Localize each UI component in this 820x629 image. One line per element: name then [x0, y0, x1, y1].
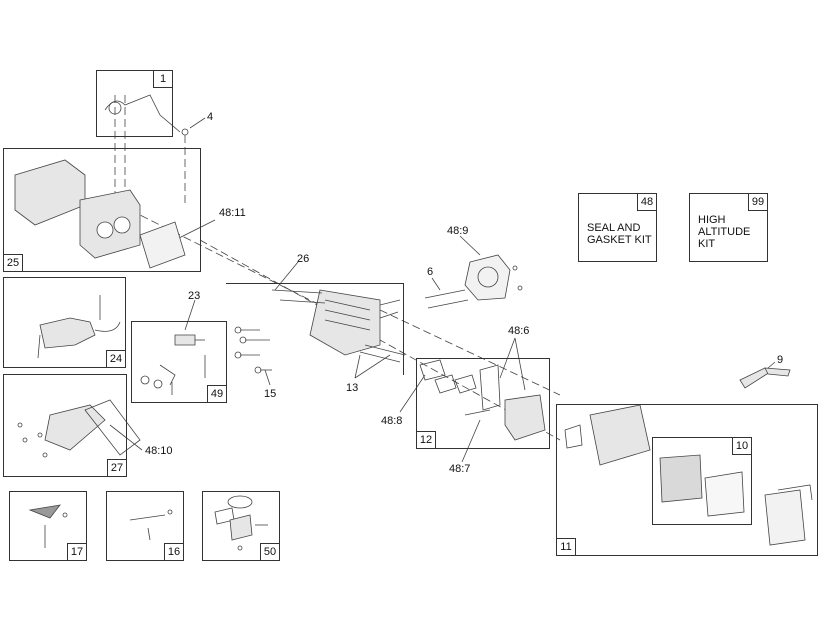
part-cylinder-head: [309, 289, 401, 356]
part-governor-shaft: [129, 509, 173, 541]
leader-48-8: [399, 374, 426, 413]
box-number-49: 49: [207, 385, 227, 403]
group-box-50: 50: [202, 491, 280, 561]
callout-6: 6: [427, 266, 434, 278]
group-box-49: 49: [131, 321, 227, 403]
high-kit-line2: ALTITUDE: [698, 226, 751, 238]
callout-48-9: 48:9: [447, 225, 469, 237]
seal-kit-line2: GASKET KIT: [587, 234, 652, 246]
part-push-rods: [271, 289, 406, 363]
part-muffler-shield: [14, 159, 186, 269]
seal-gasket-kit-label: SEAL AND GASKET KIT: [587, 222, 652, 246]
group-box-27: 27: [3, 374, 127, 477]
kit-box-48: 48 SEAL AND GASKET KIT: [578, 193, 657, 262]
box-number-12: 12: [416, 431, 436, 449]
part-head-gasket: [424, 254, 523, 309]
callout-9: 9: [777, 354, 784, 366]
part-bolts: [234, 326, 272, 374]
box-number-25: 25: [3, 254, 23, 272]
part-breather-tube: [739, 367, 791, 389]
part-air-cleaner: [564, 404, 813, 546]
leader-13a: [354, 354, 391, 379]
group-box-25: 25: [3, 148, 201, 272]
box-number-17: 17: [67, 543, 87, 561]
kit-box-99: 99 HIGH ALTITUDE KIT: [689, 193, 768, 262]
callout-48-8: 48:8: [381, 415, 403, 427]
leader-23: [184, 299, 196, 331]
box-number-16: 16: [164, 543, 184, 561]
part-intake-kit: [214, 495, 268, 551]
box-number-11: 11: [556, 538, 576, 556]
leader-13b: [354, 354, 361, 379]
leader-48-11: [174, 219, 216, 241]
part-lever-assembly: [104, 94, 189, 136]
leader-48-9: [459, 235, 481, 256]
callout-15: 15: [264, 388, 277, 400]
group-box-head: [226, 283, 404, 375]
leader-48-7: [461, 419, 481, 463]
box-number-48: 48: [637, 193, 657, 211]
callout-26: 26: [297, 253, 310, 265]
box-number-27: 27: [107, 459, 127, 477]
leader-26: [274, 261, 299, 291]
leader-6: [431, 277, 441, 291]
callout-13: 13: [346, 382, 359, 394]
part-carburetor-gaskets: [419, 359, 546, 441]
group-box-12: 12: [416, 358, 550, 449]
part-air-filter: [659, 454, 745, 517]
part-valve-cover: [17, 399, 141, 458]
callout-4: 4: [207, 111, 214, 123]
high-kit-line1: HIGH: [698, 214, 726, 226]
part-governor-lever: [28, 504, 68, 548]
leader-4: [189, 117, 206, 129]
box-number-1: 1: [153, 70, 173, 88]
box-number-50: 50: [260, 543, 280, 561]
group-box-16: 16: [106, 491, 184, 561]
group-box-11: 11: [556, 404, 818, 556]
group-box-24: 24: [3, 277, 126, 368]
callout-48-10: 48:10: [145, 445, 173, 457]
group-box-10: 10: [652, 437, 752, 525]
callout-23: 23: [188, 290, 201, 302]
callout-48-11: 48:11: [219, 207, 246, 219]
high-kit-line3: KIT: [698, 238, 716, 250]
part-ignition-coil: [37, 295, 121, 359]
part-spark-plug: [140, 334, 206, 395]
box-number-10: 10: [732, 437, 752, 455]
callout-48-6: 48:6: [508, 325, 530, 337]
seal-kit-line1: SEAL AND: [587, 222, 641, 234]
group-box-17: 17: [9, 491, 87, 561]
high-altitude-kit-label: HIGH ALTITUDE KIT: [698, 214, 750, 250]
callout-48-7: 48:7: [449, 463, 471, 475]
leader-48-6b: [514, 337, 526, 391]
box-number-24: 24: [106, 350, 126, 368]
box-number-99: 99: [748, 193, 768, 211]
group-box-1: 1: [96, 70, 173, 137]
leader-15: [264, 369, 271, 386]
